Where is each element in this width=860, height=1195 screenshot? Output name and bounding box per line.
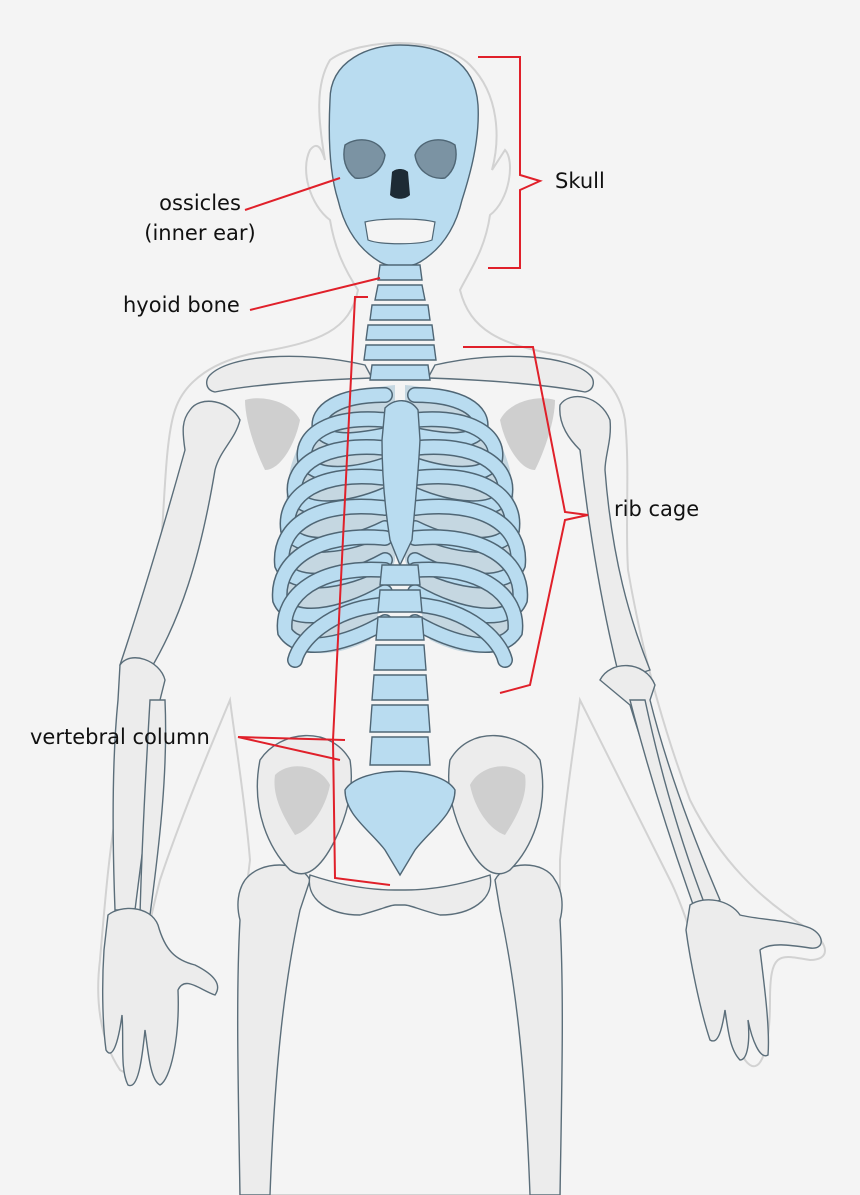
ribcage-bracket [463,346,589,694]
label-inner-ear: (inner ear) [144,221,256,245]
skull [328,44,479,281]
vertebral-column [344,284,456,877]
sternum [381,400,421,567]
vertebral-leader-lower [237,736,341,761]
ossicles-leader [244,177,341,211]
label-ossicles: ossicles [159,191,241,215]
label-skull: Skull [555,169,605,193]
ribs-left [271,387,393,668]
shoulder-girdle [206,355,594,470]
vertebral-leader-upper [237,736,346,741]
label-vertebral-column: vertebral column [30,725,210,749]
left-arm [102,400,241,1087]
rib-cage [271,385,529,668]
ribs-right [407,387,529,668]
right-arm [559,395,822,1061]
label-hyoid-bone: hyoid bone [123,293,240,317]
leader-lines [237,56,589,886]
hyoid-leader [249,277,381,311]
skull-bracket [478,56,543,269]
legs-and-pelvis [236,734,564,1195]
label-rib-cage: rib cage [614,497,700,521]
